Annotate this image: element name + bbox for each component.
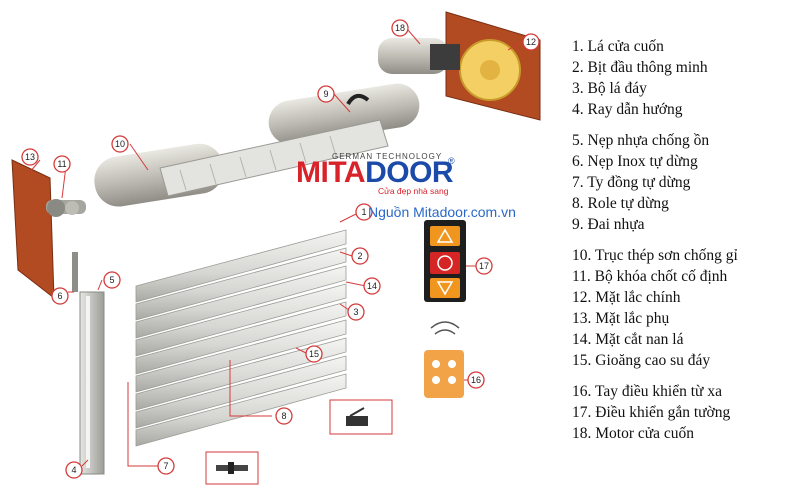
legend-gap	[572, 371, 798, 381]
callout-8: 8	[275, 407, 293, 425]
callout-13: 13	[21, 148, 39, 166]
auto-stop-relay-box	[329, 399, 393, 435]
legend-item: 14. Mặt cắt nan lá	[572, 331, 684, 348]
logo-brand-first: MITA	[296, 156, 366, 189]
door-slats	[135, 229, 347, 447]
slat	[135, 301, 347, 375]
callout-1: 1	[355, 203, 373, 221]
callout-number: 7	[163, 461, 168, 471]
callout-number: 12	[526, 37, 536, 47]
callout-number: 13	[25, 152, 35, 162]
brass-rod-box	[205, 451, 259, 485]
legend-item: 3. Bộ lá đáy	[572, 80, 647, 97]
legend-gap	[572, 120, 798, 130]
callout-17: 17	[475, 257, 493, 275]
legend-item: 6. Nẹp Inox tự dừng	[572, 153, 698, 170]
callout-number: 16	[471, 375, 481, 385]
legend-item: 17. Điều khiển gắn tường	[572, 404, 731, 421]
callout-number: 18	[395, 23, 405, 33]
slat	[135, 337, 347, 411]
callout-9: 9	[317, 85, 335, 103]
slat	[135, 247, 347, 321]
slat	[135, 319, 347, 393]
legend-item: 11. Bộ khóa chốt cố định	[572, 268, 728, 285]
slat	[135, 265, 347, 339]
callout-number: 9	[323, 89, 328, 99]
logo-tagline: Cửa đẹp nhà sang	[378, 186, 449, 196]
callout-number: 17	[479, 261, 489, 271]
logo-registered: ®	[448, 156, 455, 166]
legend-item: 7. Ty đồng tự dừng	[572, 174, 691, 191]
legend-item: 18. Motor cửa cuốn	[572, 425, 695, 442]
logo-subtitle: GERMAN TECHNOLOGY	[332, 152, 443, 161]
legend-item: 8. Role tự dừng	[572, 195, 669, 212]
callout-number: 2	[357, 251, 362, 261]
callout-14: 14	[363, 277, 381, 295]
wall-control	[424, 220, 466, 302]
callout-15: 15	[305, 345, 323, 363]
slat	[135, 229, 347, 303]
steel-shaft	[94, 119, 389, 207]
mitadoor-logo: GERMAN TECHNOLOGY MITADOOR ® Cửa đẹp nhà…	[296, 152, 456, 196]
callout-3: 3	[347, 303, 365, 321]
callout-2: 2	[351, 247, 369, 265]
motor	[378, 38, 521, 101]
legend-item: 10. Trục thép sơn chống gỉ	[572, 247, 738, 264]
legend-item: 9. Đai nhựa	[572, 216, 645, 233]
callout-18: 18	[391, 19, 409, 37]
callout-16: 16	[467, 371, 485, 389]
source-credit: Nguồn Mitadoor.com.vn	[368, 204, 516, 220]
legend-item: 12. Mặt lắc chính	[572, 289, 681, 306]
callout-number: 11	[57, 159, 66, 169]
fixing-lock	[46, 199, 86, 217]
callout-number: 6	[57, 291, 62, 301]
legend-item: 15. Gioăng cao su đáy	[572, 352, 711, 369]
callout-5: 5	[103, 271, 121, 289]
callout-number: 4	[71, 465, 76, 475]
callout-number: 1	[361, 207, 366, 217]
legend-item: 16. Tay điều khiển từ xa	[572, 383, 722, 400]
logo-brand: MITADOOR	[296, 156, 454, 190]
legend-item: 2. Bịt đầu thông minh	[572, 59, 708, 76]
callout-number: 8	[281, 411, 286, 421]
callout-10: 10	[111, 135, 129, 153]
logo-brand-rest: DOOR	[365, 156, 454, 189]
slat	[135, 355, 347, 429]
remote-control	[424, 321, 464, 398]
callout-number: 14	[367, 281, 377, 291]
leader-lines	[29, 29, 523, 467]
guide-rail	[72, 252, 105, 475]
legend-gap	[572, 235, 798, 245]
legend-item: 1. Lá cửa cuốn	[572, 38, 664, 55]
callout-number: 10	[115, 139, 125, 149]
callout-7: 7	[157, 457, 175, 475]
callout-11: 11	[53, 155, 71, 173]
callout-number: 3	[353, 307, 358, 317]
parts-legend: 1. Lá cửa cuốn 2. Bịt đầu thông minh 3. Bộ…	[572, 36, 798, 444]
callout-number: 5	[109, 275, 114, 285]
callout-4: 4	[65, 461, 83, 479]
legend-item: 13. Mặt lắc phụ	[572, 310, 670, 327]
slat	[135, 373, 347, 447]
callout-6: 6	[51, 287, 69, 305]
slat	[135, 283, 347, 357]
secondary-bracket-plate	[11, 159, 55, 300]
callout-12: 12	[522, 33, 540, 51]
legend-item: 4. Ray dẫn hướng	[572, 101, 683, 118]
legend-item: 5. Nẹp nhựa chống ồn	[572, 132, 710, 149]
callout-number: 15	[309, 349, 319, 359]
